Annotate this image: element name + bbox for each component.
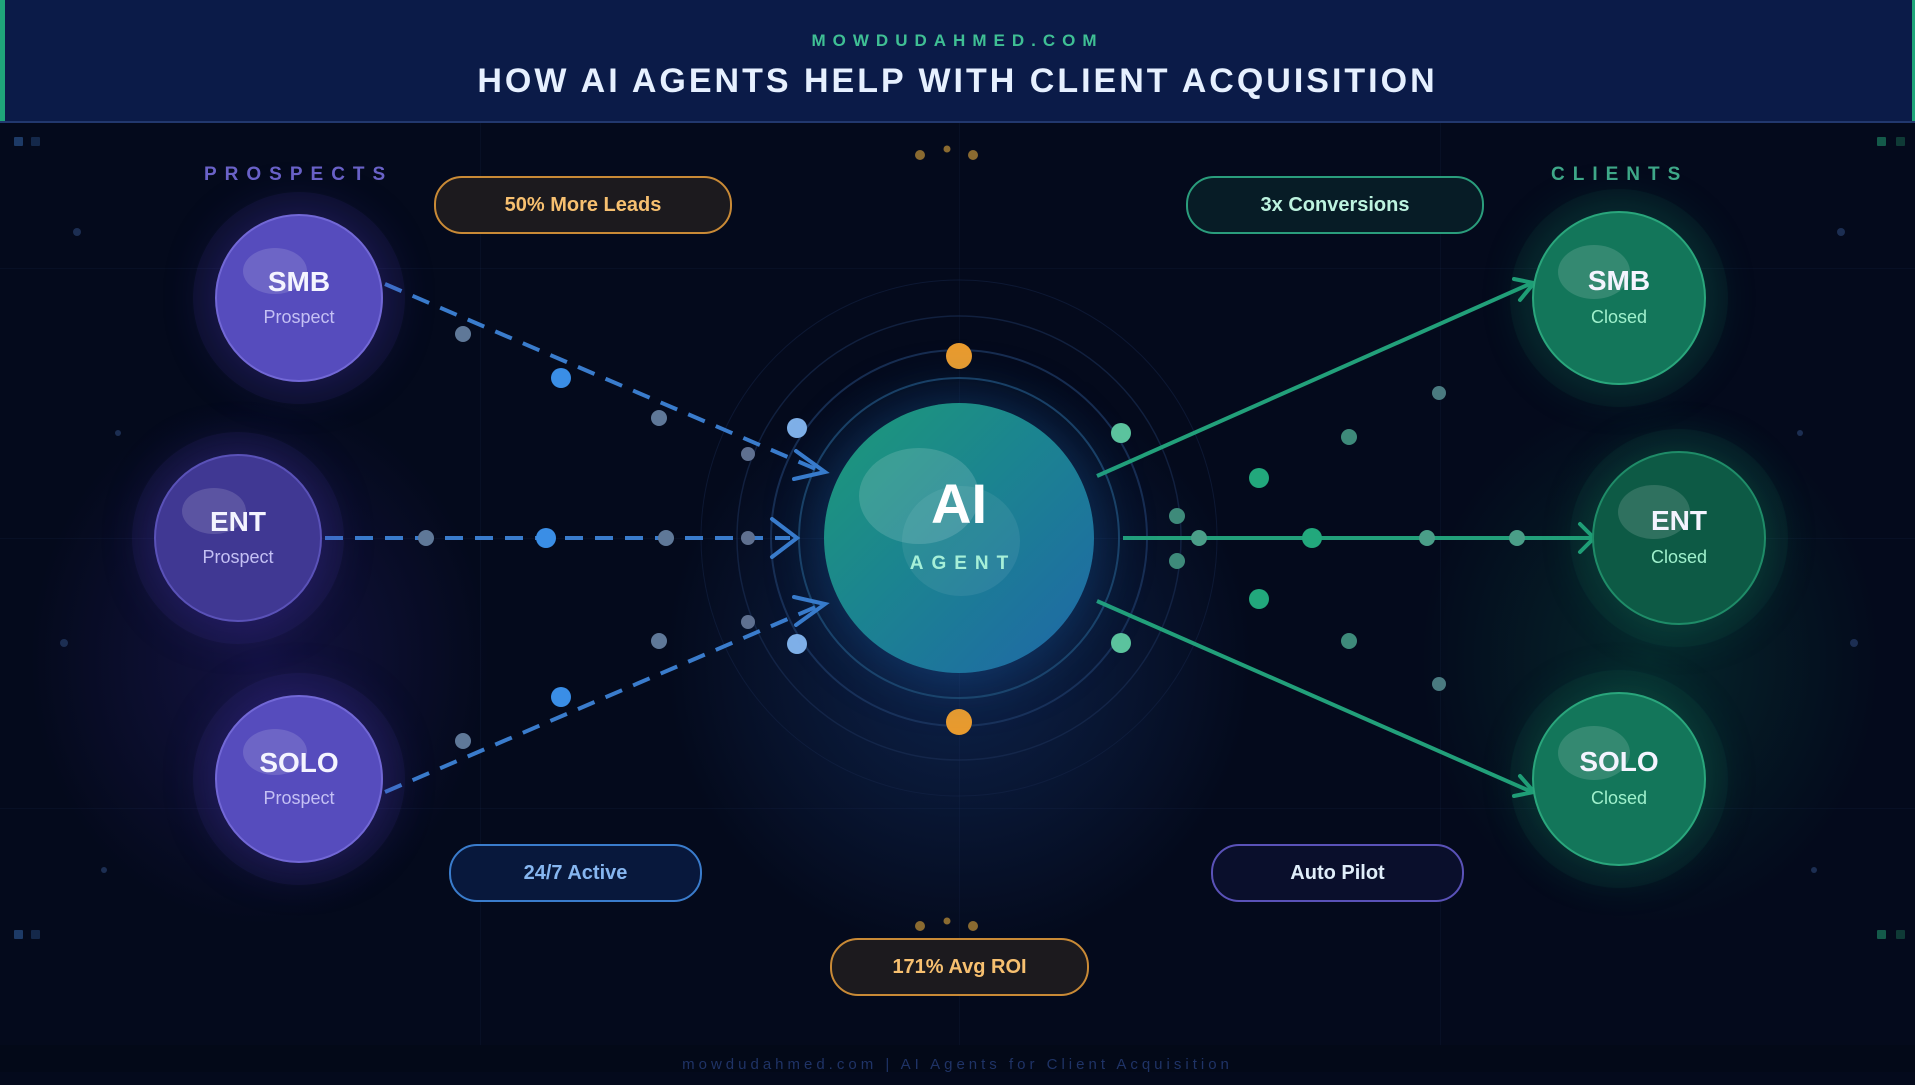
prospect-subtitle: Prospect	[263, 788, 335, 808]
shine	[902, 486, 1020, 596]
page-title: HOW AI AGENTS HELP WITH CLIENT ACQUISITI…	[477, 62, 1438, 100]
badge-avg-roi: 171% Avg ROI	[830, 938, 1089, 996]
footer-text: mowdudahmed.com | AI Agents for Client A…	[682, 1056, 1233, 1073]
prospect-subtitle: Prospect	[202, 547, 274, 567]
client-subtitle: Closed	[1650, 547, 1708, 567]
ai-agent-core[interactable]: AI AGENT	[824, 403, 1094, 673]
corner-square-icon	[14, 137, 23, 146]
clients-label: CLIENTS	[1551, 164, 1689, 185]
prospect-title: SOLO	[259, 747, 339, 778]
prospects-label: PROSPECTS	[204, 164, 394, 185]
corner-square-icon	[1877, 137, 1886, 146]
prospect-node-ent[interactable]: ENT Prospect	[154, 454, 322, 622]
badge-always-active: 24/7 Active	[449, 844, 702, 902]
shine	[1618, 485, 1690, 539]
footer: mowdudahmed.com | AI Agents for Client A…	[0, 1045, 1915, 1073]
shine	[1558, 245, 1630, 299]
prospect-subtitle: Prospect	[263, 307, 335, 327]
shine	[859, 448, 979, 544]
client-title: ENT	[1651, 505, 1707, 536]
badge-more-leads: 50% More Leads	[434, 176, 732, 234]
grid-line	[480, 122, 481, 1052]
accent-bar-left	[0, 0, 5, 121]
client-subtitle: Closed	[1590, 307, 1648, 327]
grid-line	[0, 808, 1915, 809]
corner-square-icon	[14, 930, 23, 939]
prospect-title: ENT	[210, 506, 266, 537]
prospect-title: SMB	[267, 266, 331, 297]
grid-line	[0, 268, 1915, 269]
site-name: MOWDUDAHMED.COM	[811, 31, 1104, 50]
grid-line	[1440, 122, 1441, 1052]
client-title: SOLO	[1579, 746, 1659, 777]
corner-square-icon	[31, 137, 40, 146]
client-node-ent[interactable]: ENT Closed	[1592, 451, 1766, 625]
header: MOWDUDAHMED.COM HOW AI AGENTS HELP WITH …	[0, 0, 1915, 123]
corner-square-icon	[31, 930, 40, 939]
core-title: AI	[931, 472, 987, 535]
client-node-smb[interactable]: SMB Closed	[1532, 211, 1706, 385]
client-subtitle: Closed	[1590, 788, 1648, 808]
corner-square-icon	[1896, 137, 1905, 146]
core-subtitle: AGENT	[909, 553, 1017, 574]
shine	[243, 248, 307, 294]
corner-square-icon	[1896, 930, 1905, 939]
accent-bar-right	[1912, 0, 1915, 121]
shine	[182, 488, 246, 534]
badge-auto-pilot: Auto Pilot	[1211, 844, 1464, 902]
badge-conversions: 3x Conversions	[1186, 176, 1484, 234]
shine	[243, 729, 307, 775]
shine	[1558, 726, 1630, 780]
prospect-node-smb[interactable]: SMB Prospect	[215, 214, 383, 382]
client-node-solo[interactable]: SOLO Closed	[1532, 692, 1706, 866]
client-title: SMB	[1587, 265, 1651, 296]
corner-square-icon	[1877, 930, 1886, 939]
prospect-node-solo[interactable]: SOLO Prospect	[215, 695, 383, 863]
